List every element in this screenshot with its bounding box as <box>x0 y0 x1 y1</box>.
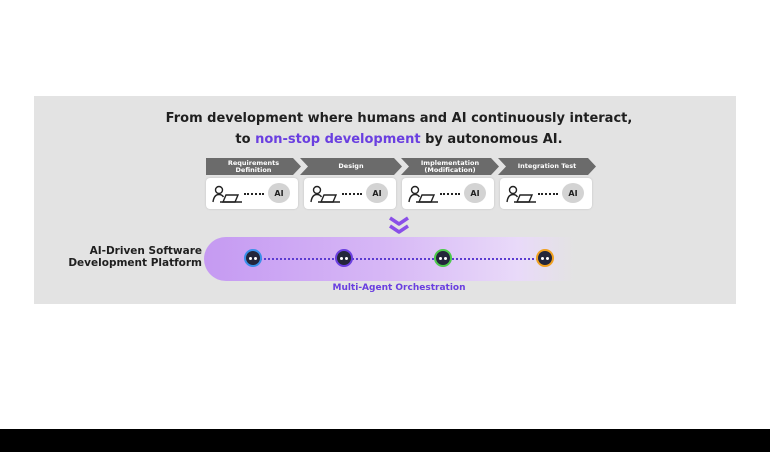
orchestration-label: Multi-Agent Orchestration <box>34 283 764 293</box>
stage-design: Design <box>300 158 402 175</box>
platform-label: AI-Driven Software Development Platform <box>34 245 202 269</box>
agent-connector-line <box>256 258 546 260</box>
double-chevron-down-icon <box>388 216 410 236</box>
ai-badge-icon: AI <box>562 183 584 203</box>
headline-pre: to <box>235 132 255 147</box>
ai-badge-icon: AI <box>366 183 388 203</box>
platform-label-line-2: Development Platform <box>34 257 202 269</box>
ai-badge-icon: AI <box>464 183 486 203</box>
human-at-laptop-icon <box>212 185 244 203</box>
headline-line-1: From development where humans and AI con… <box>34 108 764 129</box>
stage-implementation: Implementation(Modification) <box>401 158 499 175</box>
stage-integration-test: Integration Test <box>498 158 596 175</box>
bottom-bar <box>0 429 770 452</box>
robot-agent-icon <box>434 249 452 267</box>
stage-line-2: Definition <box>228 167 279 174</box>
robot-agent-icon <box>244 249 262 267</box>
human-at-laptop-icon <box>310 185 342 203</box>
platform-label-line-1: AI-Driven Software <box>34 245 202 257</box>
interaction-card-requirements: AI <box>206 178 298 209</box>
interaction-card-design: AI <box>304 178 396 209</box>
diagram-panel: From development where humans and AI con… <box>34 96 736 304</box>
human-at-laptop-icon <box>506 185 538 203</box>
headline-post: by autonomous AI. <box>421 132 563 147</box>
stage-line-1: Design <box>338 163 363 170</box>
headline-line-2: to non-stop development by autonomous AI… <box>34 129 764 150</box>
interaction-dotted-line <box>342 193 362 195</box>
interaction-dotted-line <box>538 193 558 195</box>
human-at-laptop-icon <box>408 185 440 203</box>
interaction-card-implementation: AI <box>402 178 494 209</box>
robot-agent-icon <box>335 249 353 267</box>
ai-badge-icon: AI <box>268 183 290 203</box>
interaction-dotted-line <box>440 193 460 195</box>
robot-agent-icon <box>536 249 554 267</box>
stage-line-2: (Modification) <box>421 167 479 174</box>
interaction-card-integration-test: AI <box>500 178 592 209</box>
interaction-dotted-line <box>244 193 264 195</box>
stage-line-1: Integration Test <box>518 163 576 170</box>
headline: From development where humans and AI con… <box>34 108 764 150</box>
headline-highlight: non-stop development <box>255 132 421 147</box>
